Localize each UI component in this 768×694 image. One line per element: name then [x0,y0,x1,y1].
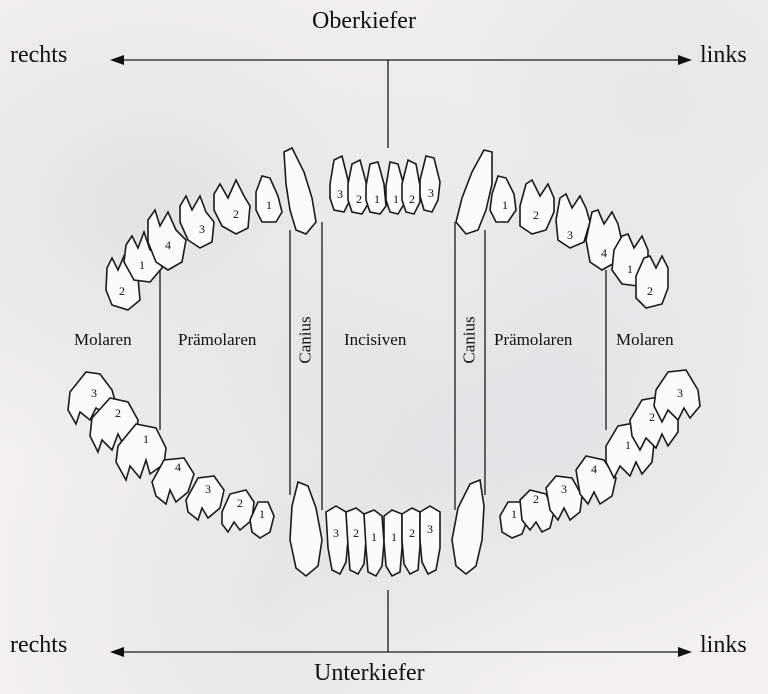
right-label-top: rechts [10,42,67,69]
region-molaren-left: Molaren [616,330,674,350]
lower-incisor-l3-num: 3 [427,522,433,536]
upper-incisor-l2 [402,160,420,214]
upper-right-molar-2-num: 2 [119,284,125,298]
upper-incisor-l3-num: 3 [428,186,434,200]
region-canius-left: Canius [460,316,480,363]
lower-left-molar-3-num: 3 [677,386,683,400]
region-praemolaren-left: Prämolaren [494,330,572,350]
lower-incisor-r3-num: 3 [333,526,339,540]
upper-left-molar-1-num: 1 [627,262,633,276]
upper-right-premolar-2-num: 2 [233,207,239,221]
lower-right-premolar-1-num: 1 [259,507,265,521]
lower-incisor-r3 [326,506,348,574]
upper-right-premolar-2 [214,180,250,234]
lower-left-premolar-3-num: 3 [561,482,567,496]
lower-left-premolar-4-num: 4 [591,462,597,476]
left-label-bottom: links [700,632,747,659]
upper-left-molar-2-num: 2 [647,284,653,298]
upper-incisor-r2 [348,160,368,214]
upper-incisor-r1 [366,162,386,214]
region-incisiven: Incisiven [344,330,406,350]
upper-left-premolar-4-num: 4 [601,246,607,260]
upper-left-premolar-2-num: 2 [533,208,539,222]
lower-incisor-r2 [346,508,366,574]
right-label-bottom: rechts [10,632,67,659]
upper-left-molar-2 [636,256,668,308]
lower-right-molar-1-num: 1 [143,432,149,446]
upper-jaw-title: Oberkiefer [312,8,416,35]
upper-incisor-l2-num: 2 [409,192,415,206]
upper-incisor-r2-num: 2 [356,192,362,206]
lower-left-molar-2-num: 2 [649,410,655,424]
lower-incisor-r2-num: 2 [353,526,359,540]
upper-incisor-l3 [420,156,440,212]
lower-incisor-r1-num: 1 [371,530,377,544]
left-label-top: links [700,42,747,69]
region-canius-right: Canius [296,316,316,363]
lower-incisor-l1-num: 1 [391,530,397,544]
lower-right-premolar-3-num: 3 [205,482,211,496]
upper-right-molar-1-num: 1 [139,258,145,272]
upper-left-premolar-3-num: 3 [567,228,573,242]
lower-right-premolar-4-num: 4 [175,460,181,474]
lower-jaw-title: Unterkiefer [314,660,425,687]
lower-incisor-l3 [420,506,440,574]
upper-left-premolar-1-num: 1 [502,198,508,212]
upper-incisor-r1-num: 1 [374,192,380,206]
lower-incisor-l2 [402,508,420,574]
lower-left-premolar-2-num: 2 [533,492,539,506]
lower-left-canine [452,480,484,574]
region-praemolaren-right: Prämolaren [178,330,256,350]
lower-right-premolar-2-num: 2 [237,496,243,510]
upper-left-canine [456,150,492,234]
upper-right-premolar-1-num: 1 [266,198,272,212]
upper-right-canine [284,148,316,234]
region-molaren-right: Molaren [74,330,132,350]
lower-right-molar-2-num: 2 [115,406,121,420]
lower-incisor-l2-num: 2 [409,526,415,540]
lower-right-molar-3-num: 3 [91,386,97,400]
upper-right-premolar-4-num: 4 [165,238,171,252]
upper-right-premolar-3-num: 3 [199,222,205,236]
lower-left-premolar-1-num: 1 [511,507,517,521]
upper-incisor-r3 [330,156,350,212]
upper-incisor-l1-num: 1 [393,192,399,206]
upper-incisor-r3-num: 3 [337,187,343,201]
lower-right-canine [290,482,322,576]
upper-left-premolar-3 [556,194,590,248]
lower-left-molar-1-num: 1 [625,438,631,452]
